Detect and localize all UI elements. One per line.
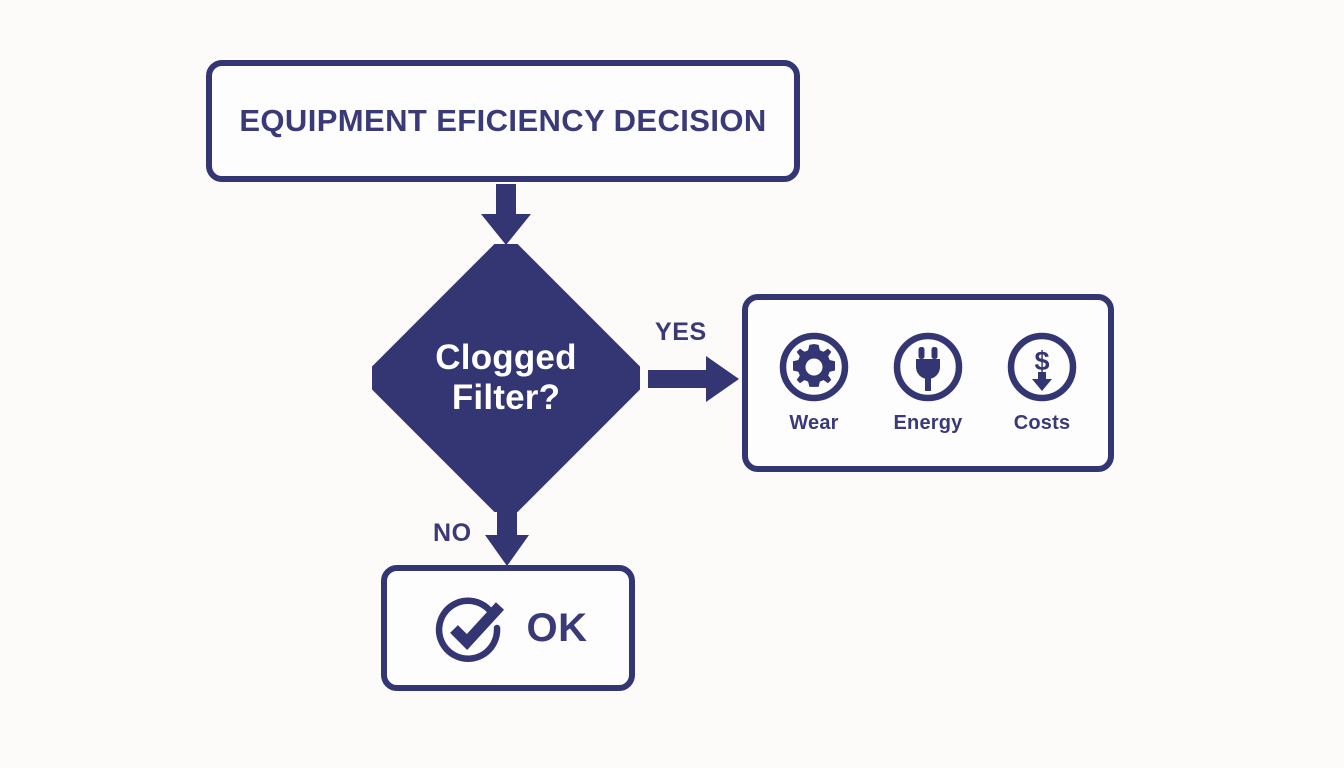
consequence-item-wear[interactable]: Wear bbox=[768, 331, 860, 435]
dollar-down-icon: $ bbox=[1007, 332, 1077, 402]
end-node-label: OK bbox=[526, 605, 588, 650]
branch-label-yes: YES bbox=[655, 318, 707, 346]
arrow-yes-icon bbox=[648, 356, 739, 402]
branch-label-no: NO bbox=[433, 519, 472, 547]
start-node-label: EQUIPMENT EFICIENCY DECISION bbox=[239, 103, 767, 138]
check-circle-icon bbox=[435, 597, 504, 662]
gear-icon bbox=[779, 332, 849, 402]
svg-text:$: $ bbox=[1034, 346, 1049, 376]
consequence-item-costs[interactable]: $ Costs bbox=[996, 331, 1088, 435]
arrow-no-icon bbox=[485, 505, 529, 566]
decision-node[interactable]: Clogged Filter? bbox=[365, 237, 647, 519]
consequence-label-costs: Costs bbox=[1013, 412, 1071, 434]
consequence-item-energy[interactable]: Energy bbox=[882, 331, 974, 435]
diamond-shape-icon bbox=[365, 237, 647, 519]
consequence-label-wear: Wear bbox=[789, 412, 839, 434]
arrow-start-to-decision-icon bbox=[481, 184, 531, 245]
start-node[interactable]: EQUIPMENT EFICIENCY DECISION bbox=[206, 60, 800, 182]
end-node-ok[interactable]: OK bbox=[381, 565, 635, 691]
consequences-panel[interactable]: Wear Energy $ Costs bbox=[742, 294, 1114, 472]
consequence-label-energy: Energy bbox=[893, 412, 963, 434]
plug-icon bbox=[893, 332, 963, 402]
